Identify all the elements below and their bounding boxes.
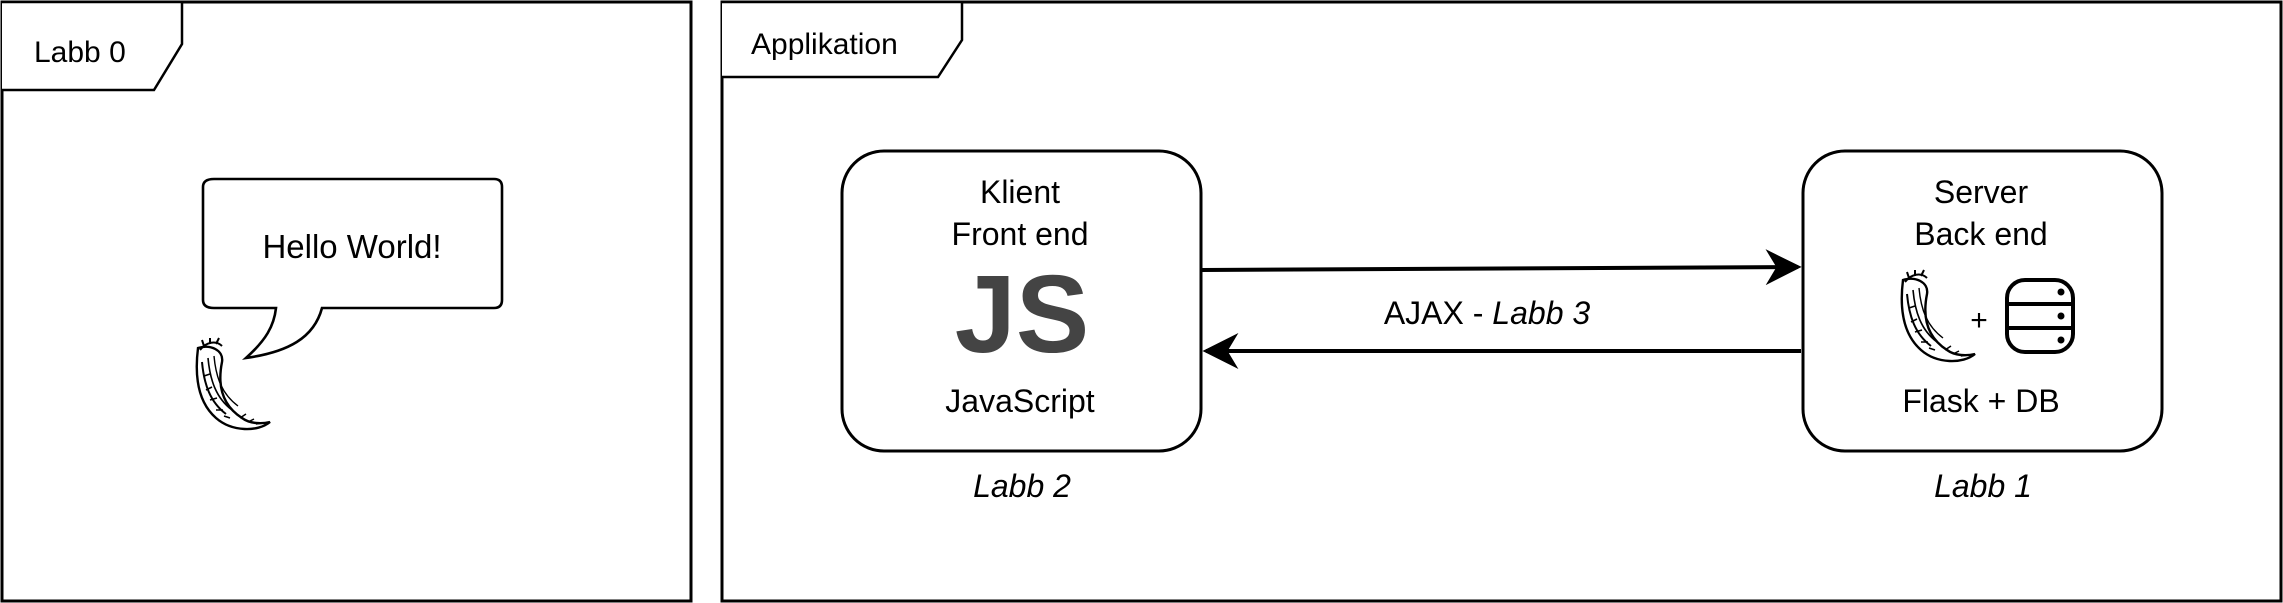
speech-bubble-shape bbox=[201, 177, 504, 360]
client-box-border bbox=[840, 149, 1203, 453]
server-title-line2: Back end bbox=[1914, 216, 2047, 252]
client-title-line2: Front end bbox=[952, 216, 1089, 252]
client-caption: Labb 2 bbox=[973, 468, 1071, 504]
server-name: Flask + DB bbox=[1902, 383, 2059, 419]
client-title-line1: Klient bbox=[980, 174, 1060, 210]
server-box-border bbox=[1801, 149, 2164, 453]
javascript-logo: JS bbox=[955, 253, 1090, 376]
frame-labb0-title: Labb 0 bbox=[34, 36, 126, 69]
server-plus: + bbox=[1970, 304, 1988, 337]
server-box: Server Back end + Flask + DB bbox=[1801, 149, 2164, 453]
database-icon bbox=[2005, 278, 2075, 354]
client-box: Klient Front end JS JavaScript bbox=[840, 149, 1203, 453]
server-title-line1: Server bbox=[1934, 174, 2029, 210]
frame-app-tab bbox=[722, 0, 964, 79]
speech-bubble-text: Hello World! bbox=[262, 228, 441, 265]
frame-labb0-tab bbox=[2, 0, 184, 92]
client-name: JavaScript bbox=[945, 383, 1095, 419]
speech-bubble: Hello World! bbox=[201, 177, 504, 360]
server-caption: Labb 1 bbox=[1934, 468, 2032, 504]
request-arrow bbox=[1201, 249, 1802, 286]
ajax-label-labb3: Labb 3 bbox=[1492, 295, 1590, 331]
frame-labb0: Labb 0 bbox=[0, 0, 693, 603]
frame-app-title: Applikation bbox=[751, 28, 898, 61]
ajax-label-prefix: AJAX - bbox=[1384, 295, 1492, 331]
ajax-label: AJAX - Labb 3 bbox=[1384, 295, 1591, 331]
